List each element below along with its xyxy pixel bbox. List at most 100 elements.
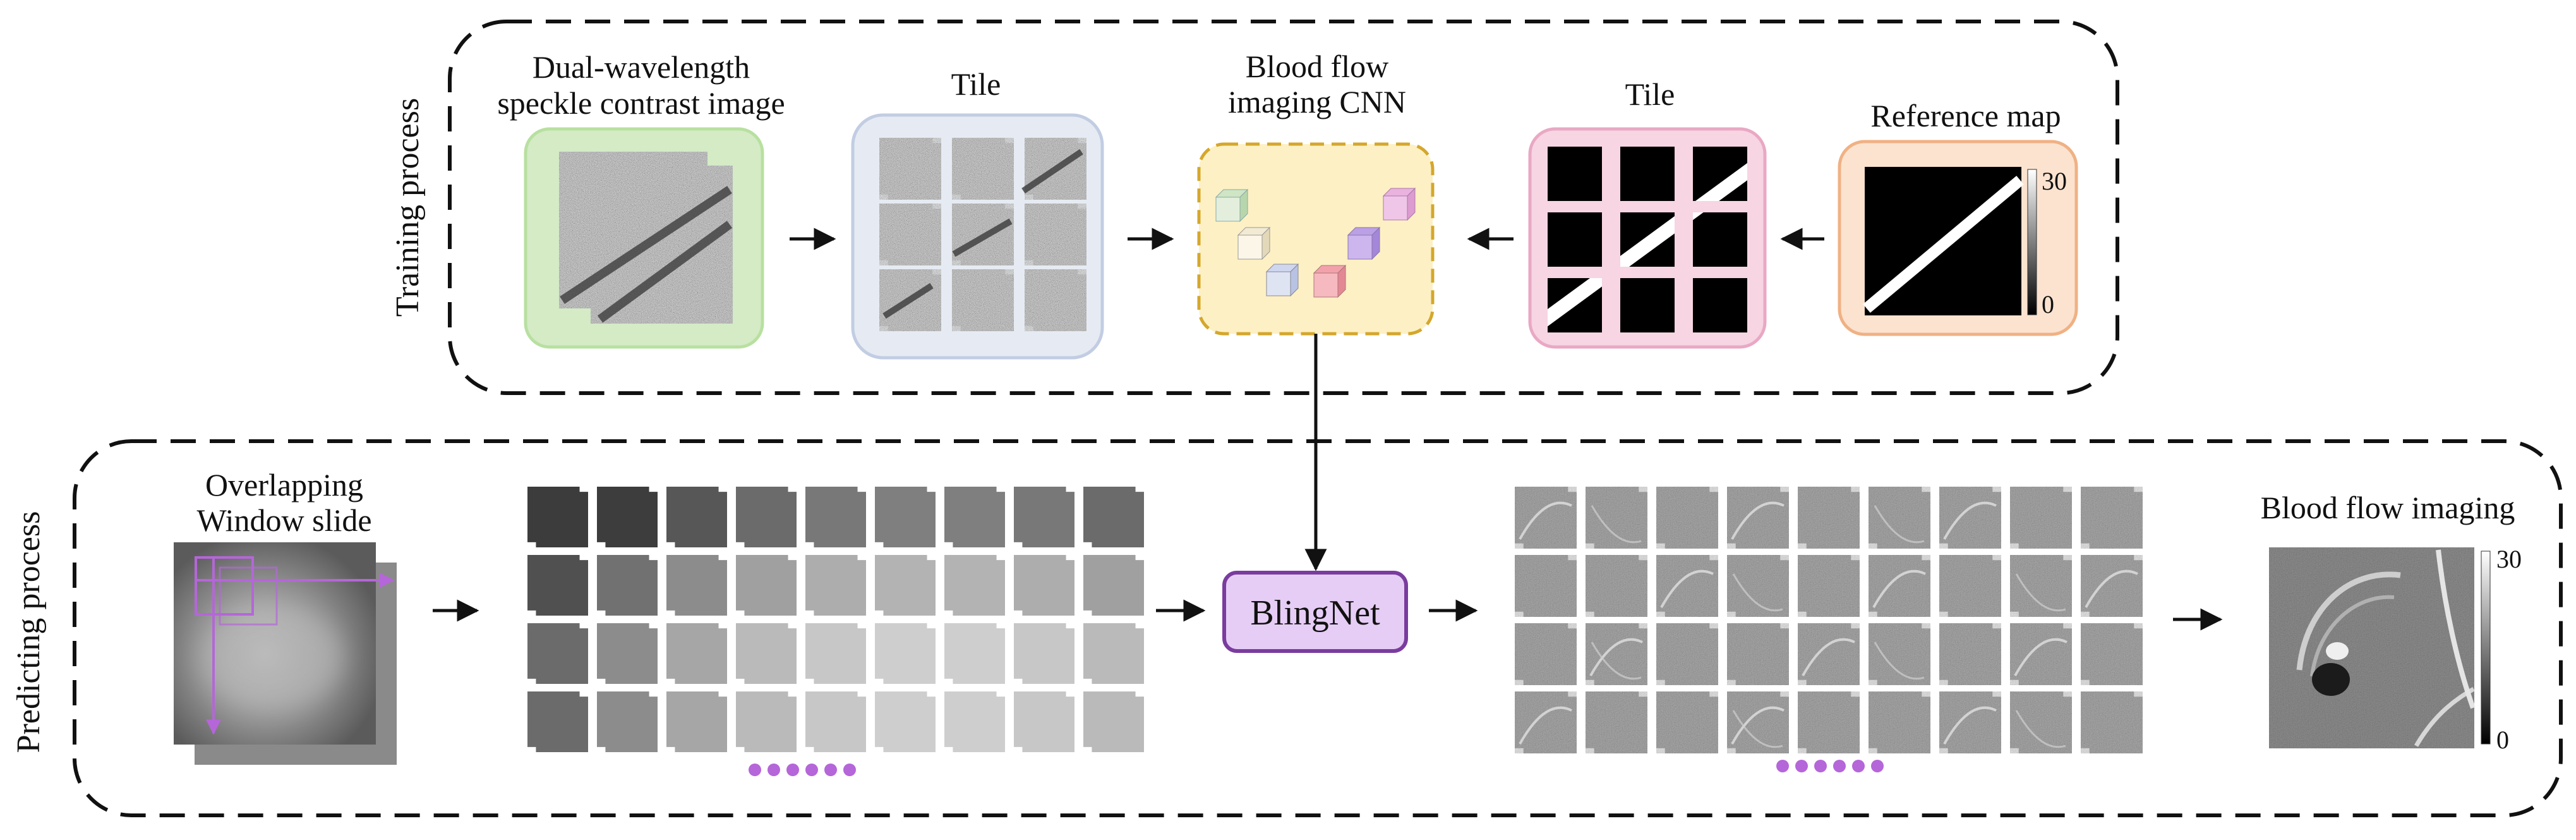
input-patch [1014, 487, 1074, 547]
output-patch-grid [1515, 487, 2143, 753]
input-patch [875, 555, 936, 616]
tiled-reference-patches [1548, 147, 1747, 332]
sliding-window-1 [195, 556, 254, 616]
speckle-patch [952, 269, 1014, 331]
reference-map-title: Reference map [1870, 98, 2061, 133]
input-patch [736, 555, 797, 616]
input-patch [1083, 623, 1144, 684]
cube-purple [1347, 226, 1381, 260]
output-patch [1939, 487, 2001, 549]
input-patch [736, 487, 797, 547]
input-patch-grid [527, 487, 1144, 752]
predicting-process-label: Predicting process [11, 511, 47, 753]
tile-right-title: Tile [1625, 76, 1675, 112]
speckle-patch [879, 204, 941, 265]
input-patch [736, 691, 797, 752]
output-patch [2081, 623, 2143, 685]
input-patch [875, 487, 936, 547]
reference-colorbar [2027, 169, 2037, 315]
output-patch [1656, 623, 1718, 685]
dual-wavelength-title-line2: speckle contrast image [497, 85, 785, 121]
output-patch [1656, 691, 1718, 753]
output-patch [2081, 555, 2143, 617]
dual-wavelength-title-line1: Dual-wavelength [533, 49, 750, 85]
reference-colorbar-max: 30 [2042, 167, 2067, 195]
speckle-contrast-image [559, 152, 733, 324]
output-patch [1939, 623, 2001, 685]
input-patch [666, 487, 727, 547]
speckle-patch [1025, 204, 1086, 265]
ellipsis-dot [1871, 760, 1884, 772]
output-patch [2010, 623, 2072, 685]
ellipsis-dot [824, 764, 837, 776]
cube-green [1215, 188, 1249, 222]
input-patch [944, 691, 1005, 752]
input-patch [597, 555, 658, 616]
output-patch [2010, 555, 2072, 617]
input-patch [875, 691, 936, 752]
ellipsis-dot [1814, 760, 1827, 772]
input-patch [805, 623, 866, 684]
reference-colorbar-min: 0 [2042, 290, 2054, 319]
output-patch [1869, 487, 1930, 549]
input-patch [875, 623, 936, 684]
ellipsis-dot [1852, 760, 1865, 772]
output-patch [1656, 555, 1718, 617]
input-patch [944, 623, 1005, 684]
ellipsis-dot [1833, 760, 1846, 772]
input-patch [805, 555, 866, 616]
output-patch [1869, 691, 1930, 753]
sliding-window-2 [219, 566, 278, 626]
cube-pink [1382, 187, 1416, 221]
window-slide-title-line1: Overlapping [205, 467, 363, 502]
result-colorbar [2481, 551, 2491, 745]
ellipsis-dot [1795, 760, 1808, 772]
input-patch [527, 623, 588, 684]
output-patch [2081, 691, 2143, 753]
cnn-panel [1197, 142, 1435, 336]
blood-flow-imaging-title: Blood flow imaging [2261, 490, 2515, 525]
output-patch [2010, 691, 2072, 753]
output-patch [2010, 487, 2072, 549]
cube-cream [1237, 226, 1271, 260]
output-patch [1586, 623, 1647, 685]
output-patch [1727, 691, 1789, 753]
result-colorbar-min: 0 [2496, 726, 2509, 754]
blingnet-label: BlingNet [1250, 593, 1380, 633]
speckle-patch [952, 138, 1014, 200]
input-patch [597, 691, 658, 752]
output-patch [1798, 623, 1860, 685]
ellipsis-dot [805, 764, 818, 776]
input-patch [1083, 555, 1144, 616]
input-patch [1083, 691, 1144, 752]
ellipsis-dot [843, 764, 856, 776]
blood-flow-result-image [2269, 547, 2476, 748]
input-patches-ellipsis [749, 764, 856, 776]
input-patch [944, 555, 1005, 616]
output-patch [1656, 487, 1718, 549]
reference-map-image [1863, 167, 2024, 315]
speckle-patch [1025, 269, 1086, 331]
output-patch [1798, 691, 1860, 753]
tiled-speckle-patches [879, 138, 1086, 331]
tile-left-title: Tile [951, 66, 1001, 102]
output-patch [1727, 623, 1789, 685]
input-patch [805, 691, 866, 752]
cnn-title-line1: Blood flow [1246, 49, 1388, 84]
input-patch [597, 487, 658, 547]
output-patch [1515, 623, 1577, 685]
output-patch [1515, 555, 1577, 617]
output-patch [1515, 691, 1577, 753]
output-patch [1727, 487, 1789, 549]
output-patch [2081, 487, 2143, 549]
input-patch [1014, 623, 1074, 684]
input-patch [666, 691, 727, 752]
input-patch [597, 623, 658, 684]
cnn-title-line2: imaging CNN [1228, 84, 1406, 119]
output-patch [1798, 555, 1860, 617]
ellipsis-dot [786, 764, 799, 776]
output-patch [1869, 623, 1930, 685]
ellipsis-dot [767, 764, 780, 776]
output-patch [1586, 555, 1647, 617]
